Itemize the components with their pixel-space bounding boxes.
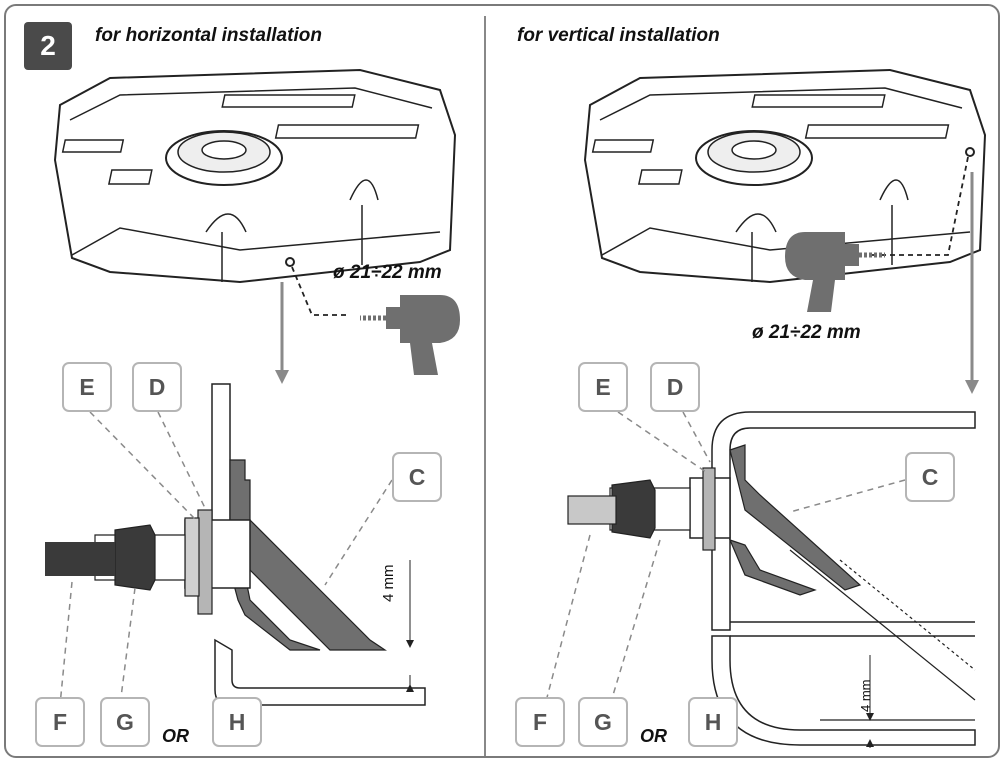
label-f-left: F bbox=[35, 697, 85, 747]
label-f-right: F bbox=[515, 697, 565, 747]
right-down-arrow bbox=[965, 380, 979, 394]
left-drill-point bbox=[285, 257, 295, 267]
label-g-left: G bbox=[100, 697, 150, 747]
right-fitting-section bbox=[567, 411, 976, 748]
left-drill-icon bbox=[360, 295, 460, 375]
left-fitting-section bbox=[45, 383, 426, 706]
right-wall-thickness: 4 mm bbox=[858, 679, 873, 713]
label-d-right: D bbox=[650, 362, 700, 412]
left-diameter-label: ø 21÷22 mm bbox=[333, 262, 442, 283]
label-h-right: H bbox=[688, 697, 738, 747]
label-d-left: D bbox=[132, 362, 182, 412]
left-panel-title: for horizontal installation bbox=[95, 25, 322, 46]
label-h-left: H bbox=[212, 697, 262, 747]
label-e-right: E bbox=[578, 362, 628, 412]
label-g-right: G bbox=[578, 697, 628, 747]
right-drill-point bbox=[965, 147, 975, 157]
panel-divider bbox=[484, 16, 486, 756]
label-e-left: E bbox=[62, 362, 112, 412]
right-tank bbox=[584, 69, 986, 283]
left-wall-thickness: 4 mm bbox=[380, 564, 397, 603]
left-down-arrow bbox=[275, 370, 289, 384]
figure-frame bbox=[4, 4, 1000, 758]
left-leader-lines bbox=[59, 411, 393, 706]
right-leader-lines bbox=[544, 411, 906, 706]
left-or-text: OR bbox=[162, 726, 189, 746]
right-diameter-label: ø 21÷22 mm bbox=[752, 322, 861, 343]
right-panel-title: for vertical installation bbox=[517, 25, 720, 46]
label-c-right: C bbox=[905, 452, 955, 502]
left-tank bbox=[54, 69, 456, 283]
label-c-left: C bbox=[392, 452, 442, 502]
right-or-text: OR bbox=[640, 726, 667, 746]
step-number-badge: 2 bbox=[24, 22, 72, 70]
